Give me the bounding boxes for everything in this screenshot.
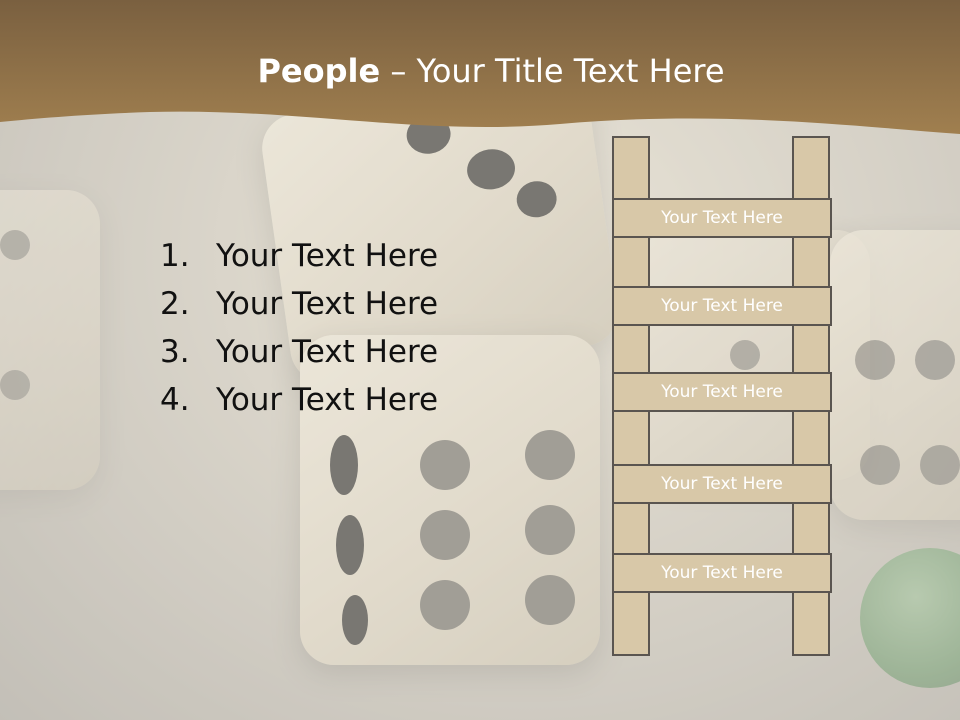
title-bold: People [257, 52, 381, 90]
list-number: 3. [160, 334, 190, 370]
list-text: Your Text Here [216, 238, 439, 274]
ladder-rung-label: Your Text Here [661, 474, 783, 494]
list-item: 2. Your Text Here [160, 280, 438, 328]
title-band: People – Your Title Text Here [0, 0, 960, 140]
list-item: 4. Your Text Here [160, 376, 438, 424]
list-item: 3. Your Text Here [160, 328, 438, 376]
ladder-rung-label: Your Text Here [661, 382, 783, 402]
slide-title: People – Your Title Text Here [0, 52, 960, 90]
background-die [0, 190, 100, 490]
ladder-rung-label: Your Text Here [661, 563, 783, 583]
title-rest: – Your Title Text Here [380, 52, 725, 90]
ladder-rung: Your Text Here [612, 372, 832, 412]
ladder-rung-label: Your Text Here [661, 296, 783, 316]
ladder-rung: Your Text Here [612, 286, 832, 326]
ladder-rung: Your Text Here [612, 464, 832, 504]
ladder-rung-label: Your Text Here [661, 208, 783, 228]
list-number: 1. [160, 238, 190, 274]
list-number: 4. [160, 382, 190, 418]
numbered-list: 1. Your Text Here 2. Your Text Here 3. Your… [160, 232, 438, 424]
title-band-shape [0, 0, 960, 134]
background-die [830, 230, 960, 520]
list-text: Your Text Here [216, 334, 439, 370]
list-number: 2. [160, 286, 190, 322]
list-text: Your Text Here [216, 382, 439, 418]
ladder-rung: Your Text Here [612, 553, 832, 593]
list-text: Your Text Here [216, 286, 439, 322]
background-die [300, 335, 600, 665]
list-item: 1. Your Text Here [160, 232, 438, 280]
ladder-rung: Your Text Here [612, 198, 832, 238]
